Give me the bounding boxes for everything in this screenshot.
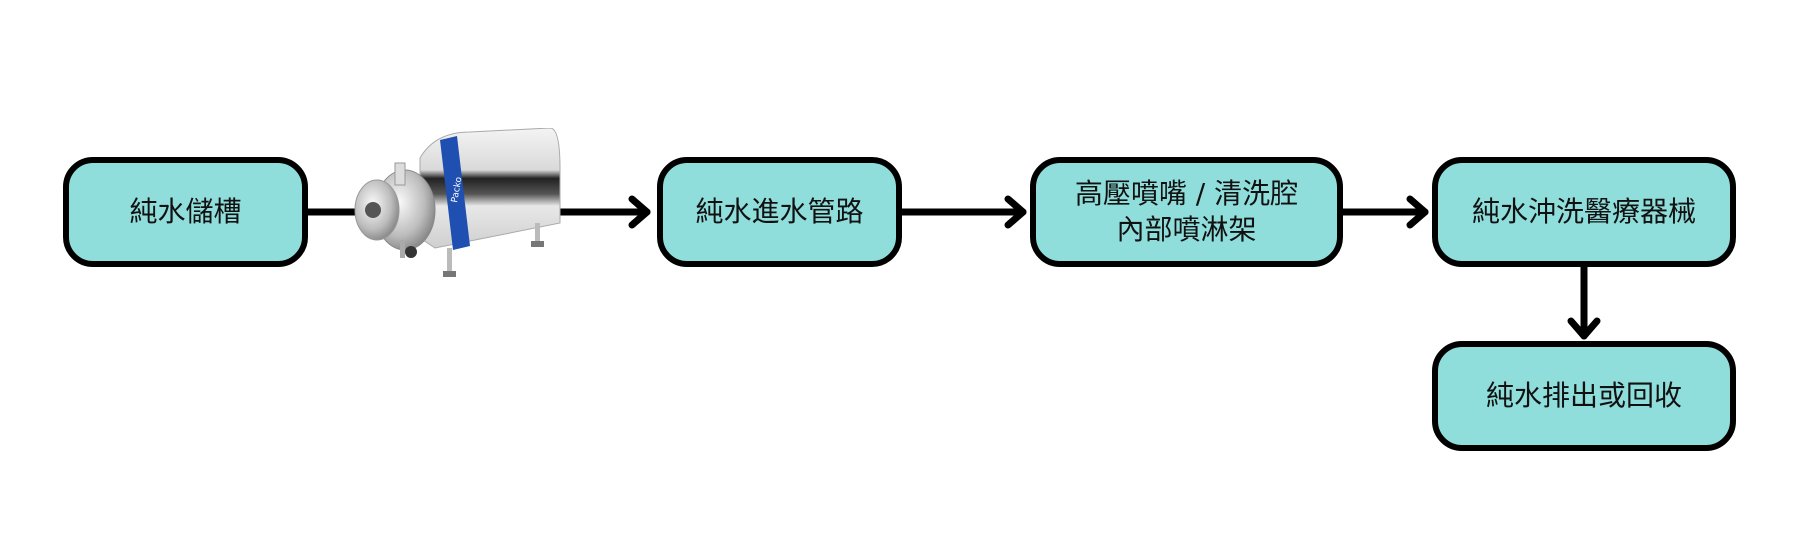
node-pure-water-tank: 純水儲槽 xyxy=(63,157,308,267)
pump-brand-label: Packo xyxy=(450,176,464,204)
node-label: 純水進水管路 xyxy=(695,195,864,228)
arrow-pipe-to-nozzle xyxy=(898,195,1027,229)
node-label-line1: 高壓噴嘴 / 清洗腔 xyxy=(1074,177,1299,210)
node-rinse-instruments: 純水沖洗醫療器械 xyxy=(1432,157,1736,267)
node-drain-or-recycle: 純水排出或回收 xyxy=(1432,341,1736,451)
node-label: 純水排出或回收 xyxy=(1485,379,1682,412)
node-label-line2: 內部噴淋架 xyxy=(1116,213,1257,246)
node-inlet-pipe: 純水進水管路 xyxy=(657,157,902,267)
centrifugal-pump-image: Packo xyxy=(354,128,561,277)
node-label: 純水儲槽 xyxy=(129,195,242,228)
arrow-rinse-to-drain xyxy=(1567,263,1601,340)
arrow-nozzle-to-rinse xyxy=(1339,195,1429,229)
arrow-pump-to-pipe xyxy=(555,195,651,229)
node-nozzle-spray-rack: 高壓噴嘴 / 清洗腔 內部噴淋架 xyxy=(1030,157,1343,267)
node-label: 純水沖洗醫療器械 xyxy=(1471,195,1696,228)
